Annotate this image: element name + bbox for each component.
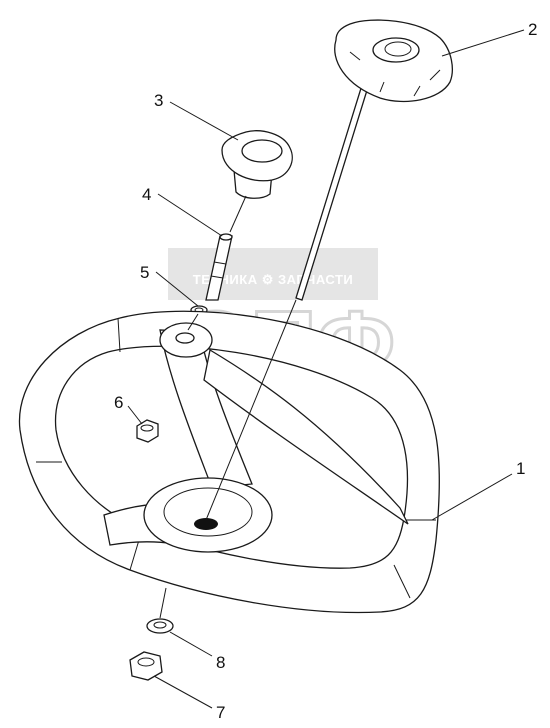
- callout-6: 6: [114, 393, 123, 412]
- callout-4: 4: [142, 185, 151, 204]
- leader-lines: [127, 29, 525, 709]
- leader-6: [127, 405, 143, 425]
- washer-part-8: [146, 618, 174, 634]
- callout-5: 5: [140, 263, 149, 282]
- callout-8: 8: [216, 653, 225, 672]
- leader-2: [441, 29, 525, 57]
- knob-part-3: [221, 130, 293, 199]
- callout-7: 7: [216, 703, 225, 722]
- leader-7: [153, 675, 213, 709]
- horn-cap-part-2: [295, 19, 453, 301]
- leader-1: [431, 473, 513, 521]
- callout-labels: 2 3 4 5 6 1 8 7: [114, 20, 537, 722]
- leader-3: [169, 101, 239, 141]
- leader-5: [155, 271, 199, 307]
- leader-4: [157, 193, 223, 237]
- callout-1: 1: [516, 459, 525, 478]
- leader-axis-8: [159, 587, 167, 619]
- watermark-brand-text: ТЕХНИКА ⚙ ЗАПЧАСТИ: [193, 272, 353, 287]
- callout-2: 2: [528, 20, 537, 39]
- leader-8: [169, 631, 213, 657]
- assembly-axis-lines: [187, 195, 297, 521]
- nut-part-7: [129, 651, 163, 681]
- nut-part-6: [136, 419, 159, 443]
- pin-part-4: [205, 233, 233, 301]
- callout-3: 3: [154, 91, 163, 110]
- hub-hole: [194, 518, 218, 530]
